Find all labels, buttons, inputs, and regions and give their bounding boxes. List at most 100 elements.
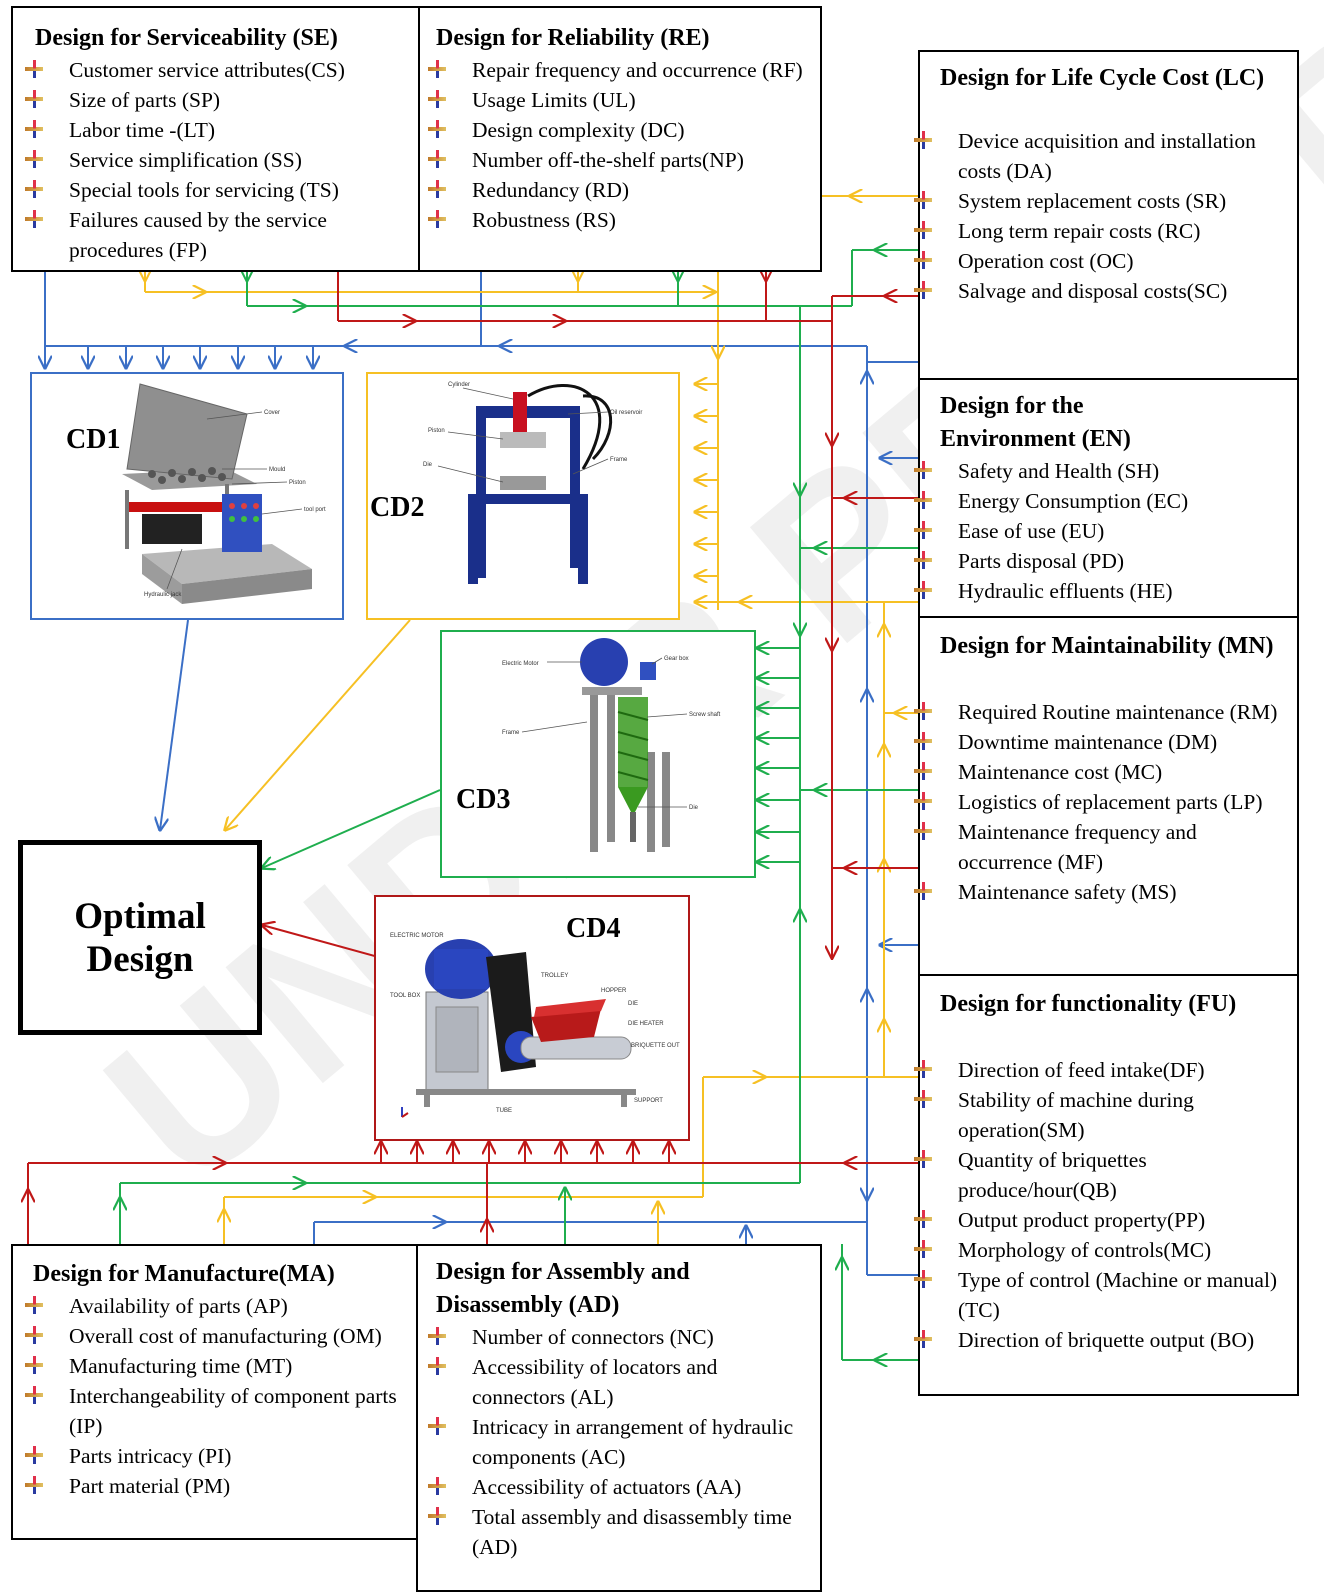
criterion: Number of connectors (NC) [428, 1322, 812, 1352]
criterion: Manufacturing time (MT) [25, 1351, 399, 1381]
criterion: Repair frequency and occurrence (RF) [428, 55, 812, 85]
criterion: Maintenance frequency and occurrence (MF… [914, 817, 1294, 877]
criterion: Maintenance cost (MC) [914, 757, 1294, 787]
box-title: Design for Assembly and Disassembly (AD) [436, 1259, 690, 1318]
criterion: Direction of briquette output (BO) [914, 1325, 1294, 1355]
callout-text: DIE [628, 1001, 638, 1007]
callout-text: Screw shaft [689, 712, 721, 718]
callout-text: SUPPORT [634, 1098, 663, 1104]
callout-text: TOOL BOX [390, 993, 420, 999]
optimal-line-1: Optimal [74, 895, 206, 937]
criterion: Parts intricacy (PI) [25, 1441, 399, 1471]
box-title: Design for Life Cycle Cost (LC) [940, 65, 1265, 91]
concept-label: CD2 [370, 492, 425, 523]
criterion: Required Routine maintenance (RM) [914, 697, 1294, 727]
criterion: Robustness (RS) [428, 205, 812, 235]
box-assembly: Design for Assembly and Disassembly (AD)… [416, 1244, 822, 1592]
criterion: Redundancy (RD) [428, 175, 812, 205]
criterion: Type of control (Machine or manual)(TC) [914, 1265, 1294, 1325]
criterion: Size of parts (SP) [25, 85, 409, 115]
callout-text: Electric Motor [502, 661, 539, 667]
criterion: Stability of machine during operation(SM… [914, 1085, 1294, 1145]
callout-text: Frame [502, 730, 520, 736]
box-environment: Design for the Environment (EN) Safety a… [914, 378, 1299, 618]
callout-text: Die [423, 462, 433, 468]
callout-text: TROLLEY [541, 973, 568, 979]
criterion: Service simplification (SS) [25, 145, 409, 175]
criterion: Direction of feed intake(DF) [914, 1055, 1294, 1085]
criterion: Hydraulic effluents (HE) [914, 576, 1294, 606]
criteria-list: Safety and Health (SH) Energy Consumptio… [914, 456, 1294, 606]
screw-extruder-illustration: Electric Motor Gear box Screw shaft Fram… [502, 638, 721, 852]
criterion: Long term repair costs (RC) [914, 216, 1294, 246]
box-title: Design for Serviceability (SE) [35, 25, 338, 51]
criterion: Interchangeability of component parts (I… [25, 1381, 399, 1441]
concept-cd3: CD3 Electric Motor Gear box Screw shaft … [440, 630, 756, 878]
criterion: Accessibility of actuators (AA) [428, 1472, 812, 1502]
orange-connectors [144, 196, 918, 1244]
red-connectors [28, 272, 918, 1244]
briquette-machine-illustration: ELECTRIC MOTOR TROLLEY HOPPER DIE DIE HE… [390, 933, 680, 1118]
criterion: Operation cost (OC) [914, 246, 1294, 276]
callout-text: HOPPER [601, 988, 627, 994]
callout-text: Die [689, 805, 699, 811]
criterion: Usage Limits (UL) [428, 85, 812, 115]
callout-text: Gear box [664, 656, 689, 662]
box-title: Design for functionality (FU) [940, 991, 1237, 1017]
callout-text: ELECTRIC MOTOR [390, 933, 444, 939]
optimal-design-box: Optimal Design [18, 840, 262, 1035]
criterion: Customer service attributes(CS) [25, 55, 409, 85]
box-reliability: Design for Reliability (RE) Repair frequ… [418, 6, 822, 272]
criterion: Overall cost of manufacturing (OM) [25, 1321, 399, 1351]
criteria-list: Direction of feed intake(DF) Stability o… [914, 1055, 1294, 1355]
callout-text: BRIQUETTE OUT [631, 1043, 680, 1049]
box-serviceability: Design for Serviceability (SE) Customer … [11, 6, 420, 272]
box-title: Design for Maintainability (MN) [940, 633, 1274, 659]
criterion: Labor time -(LT) [25, 115, 409, 145]
press-frame-illustration: Cylinder Oil reservoir Piston Die Frame [423, 382, 642, 584]
callout-text: DIE HEATER [628, 1021, 664, 1027]
criterion: Morphology of controls(MC) [914, 1235, 1294, 1265]
criterion: Safety and Health (SH) [914, 456, 1294, 486]
concept-label: CD1 [66, 424, 121, 455]
optimal-line-2: Design [86, 938, 194, 980]
criterion: Accessibility of locators and connectors… [428, 1352, 812, 1412]
criteria-list: Required Routine maintenance (RM) Downti… [914, 697, 1294, 907]
criterion: Special tools for servicing (TS) [25, 175, 409, 205]
box-maintainability: Design for Maintainability (MN) Required… [914, 616, 1299, 976]
box-life-cycle-cost: Design for Life Cycle Cost (LC) Device a… [914, 50, 1299, 380]
callout-text: Cover [264, 410, 280, 416]
box-manufacture: Design for Manufacture(MA) Availability … [11, 1244, 418, 1540]
criterion: Part material (PM) [25, 1471, 399, 1501]
blue-connectors [45, 272, 918, 1276]
hydraulic-press-illustration: Cover Mould Piston tool port Hydraulic j… [122, 383, 326, 604]
criteria-list: Number of connectors (NC) Accessibility … [428, 1322, 812, 1562]
concept-cd2: CD2 Cylinder Oil reservoir Piston Die Fr… [366, 372, 680, 620]
box-title: Design for Manufacture(MA) [33, 1261, 335, 1287]
criterion: Total assembly and disassembly time (AD) [428, 1502, 812, 1562]
criterion: Maintenance safety (MS) [914, 877, 1294, 907]
criteria-list: Availability of parts (AP) Overall cost … [25, 1291, 399, 1501]
source-chevrons [137, 267, 774, 285]
criterion: Downtime maintenance (DM) [914, 727, 1294, 757]
callout-text: Hydraulic jack [144, 592, 182, 598]
criterion: Logistics of replacement parts (LP) [914, 787, 1294, 817]
criterion: Energy Consumption (EC) [914, 486, 1294, 516]
box-title: Design for the Environment (EN) [940, 393, 1131, 452]
criterion: Parts disposal (PD) [914, 546, 1294, 576]
criterion: Number off-the-shelf parts(NP) [428, 145, 812, 175]
criterion: Failures caused by the service procedure… [25, 205, 409, 265]
callout-text: Piston [428, 428, 445, 434]
criterion: Quantity of briquettes produce/hour(QB) [914, 1145, 1294, 1205]
criteria-list: Device acquisition and installation cost… [914, 126, 1294, 306]
criterion: Device acquisition and installation cost… [914, 126, 1294, 186]
callout-text: Piston [289, 480, 306, 486]
callout-text: Oil reservoir [610, 410, 642, 416]
criteria-list: Repair frequency and occurrence (RF) Usa… [428, 55, 812, 235]
box-functionality: Design for functionality (FU) Direction … [914, 974, 1299, 1396]
criterion: Design complexity (DC) [428, 115, 812, 145]
criterion: Intricacy in arrangement of hydraulic co… [428, 1412, 812, 1472]
callout-text: Cylinder [448, 382, 470, 388]
concept-cd4: CD4 ELECTRIC MOTOR TROLLEY HOPPER DIE DI… [374, 895, 690, 1141]
